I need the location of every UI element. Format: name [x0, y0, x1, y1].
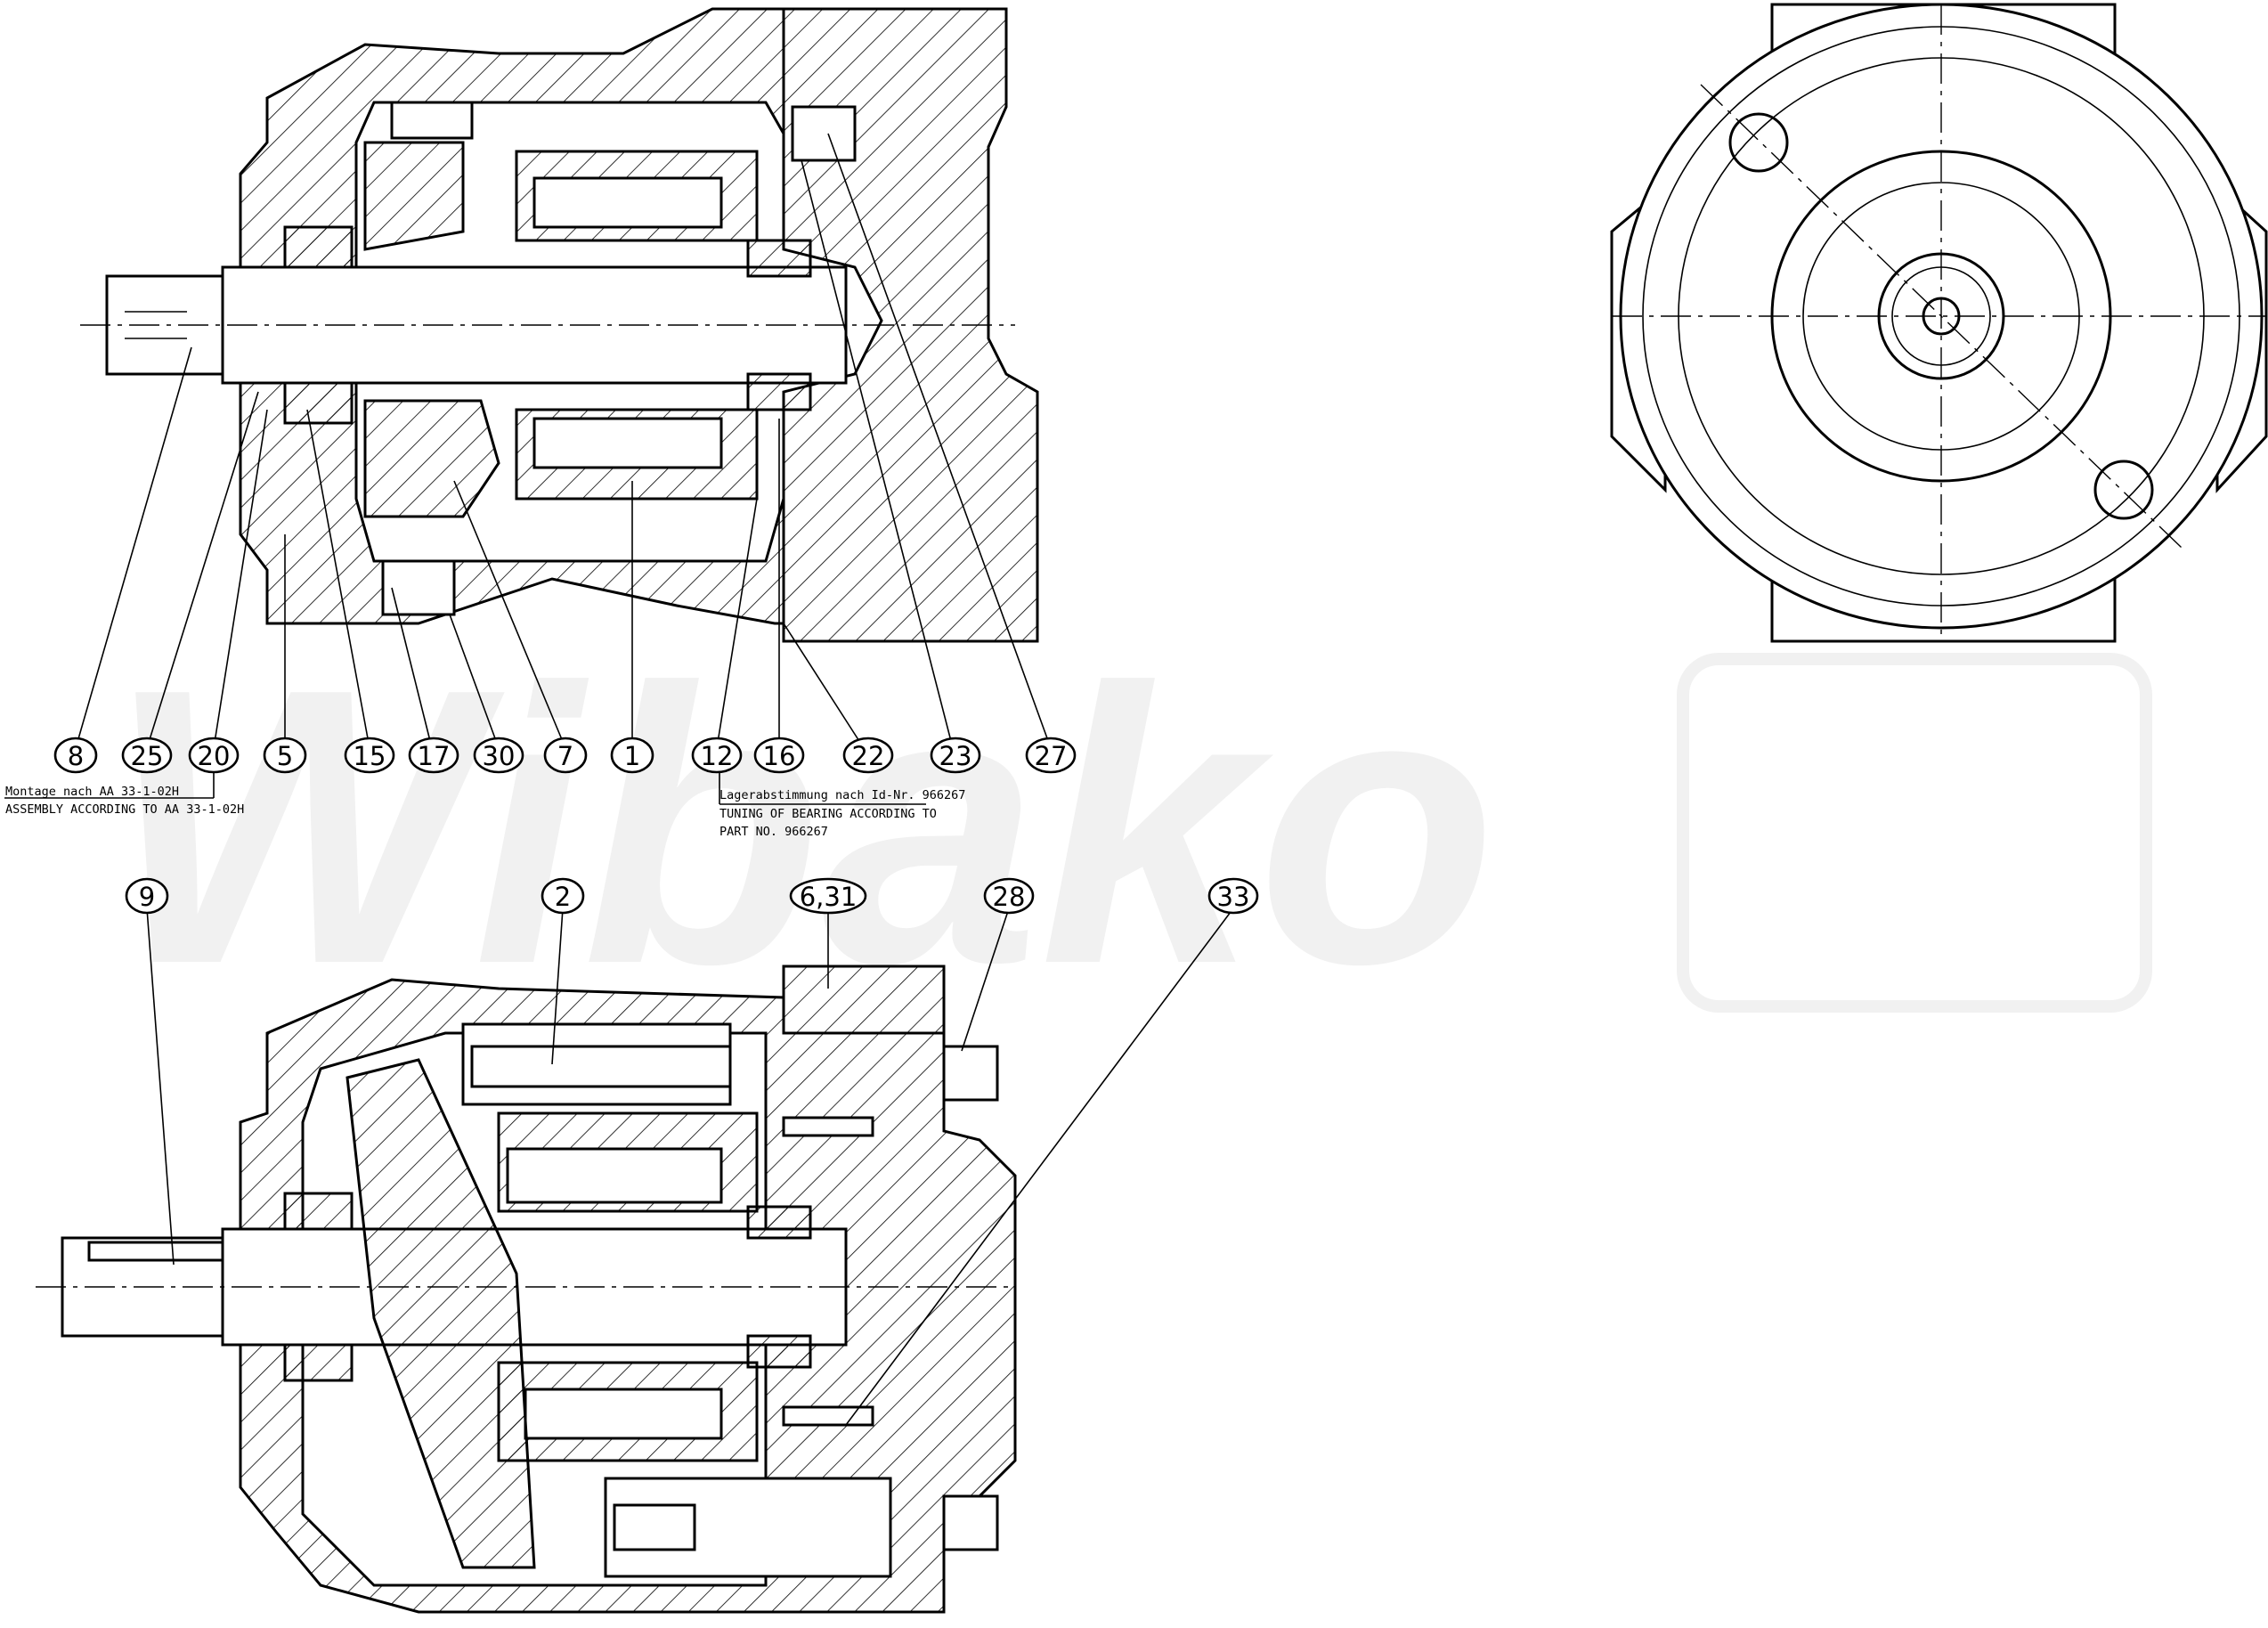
balloon-33: 33: [1207, 877, 1259, 915]
top-balloons: 8 25 20 5 15 17 30 7 1 12 16 22 23 27: [53, 737, 1077, 774]
svg-text:7: 7: [557, 741, 573, 771]
svg-text:30: 30: [483, 741, 516, 771]
svg-text:1: 1: [624, 741, 640, 771]
balloon-7: 7: [543, 737, 588, 774]
assembly-note-de: Montage nach AA 33-1-02H: [5, 785, 179, 799]
svg-text:15: 15: [354, 741, 386, 771]
balloon-9: 9: [125, 877, 169, 915]
svg-text:9: 9: [139, 882, 155, 912]
balloon-12: 12: [691, 737, 743, 774]
top-section-view: [75, 7, 1052, 749]
balloon-15: 15: [344, 737, 395, 774]
svg-text:12: 12: [701, 741, 734, 771]
svg-text:5: 5: [277, 741, 293, 771]
svg-text:23: 23: [939, 741, 972, 771]
balloon-17: 17: [408, 737, 459, 774]
svg-text:8: 8: [68, 741, 84, 771]
svg-text:17: 17: [418, 741, 451, 771]
bearing-note-en-1: TUNING OF BEARING ACCORDING TO: [719, 807, 937, 821]
bottom-balloons: 9 2 6,31 28 33: [125, 877, 1259, 915]
end-view: [1610, 3, 2268, 643]
balloon-28: 28: [983, 877, 1035, 915]
svg-text:2: 2: [555, 882, 571, 912]
bearing-note-de: Lagerabstimmung nach Id-Nr. 966267: [719, 788, 965, 802]
balloon-5: 5: [263, 737, 307, 774]
balloon-6-31: 6,31: [789, 877, 867, 915]
balloon-8: 8: [53, 737, 98, 774]
balloon-25: 25: [121, 737, 173, 774]
balloon-22: 22: [842, 737, 894, 774]
svg-text:6,31: 6,31: [800, 882, 858, 912]
svg-text:16: 16: [763, 741, 796, 771]
assembly-note-en: ASSEMBLY ACCORDING TO AA 33-1-02H: [5, 802, 244, 817]
balloon-27: 27: [1025, 737, 1077, 774]
svg-text:22: 22: [852, 741, 885, 771]
svg-text:25: 25: [131, 741, 164, 771]
bottom-section-view: [36, 908, 1234, 1614]
balloon-30: 30: [473, 737, 524, 774]
bearing-note-en-2: PART NO. 966267: [719, 825, 828, 839]
balloon-20: 20: [188, 737, 240, 774]
svg-text:28: 28: [993, 882, 1026, 912]
bearing-note: Lagerabstimmung nach Id-Nr. 966267 TUNIN…: [719, 773, 965, 839]
assembly-note: Montage nach AA 33-1-02H ASSEMBLY ACCORD…: [4, 771, 244, 817]
balloon-23: 23: [930, 737, 981, 774]
balloon-16: 16: [753, 737, 805, 774]
balloon-2: 2: [541, 877, 585, 915]
svg-text:33: 33: [1217, 882, 1250, 912]
svg-text:20: 20: [198, 741, 231, 771]
balloon-1: 1: [610, 737, 654, 774]
svg-text:27: 27: [1035, 741, 1068, 771]
